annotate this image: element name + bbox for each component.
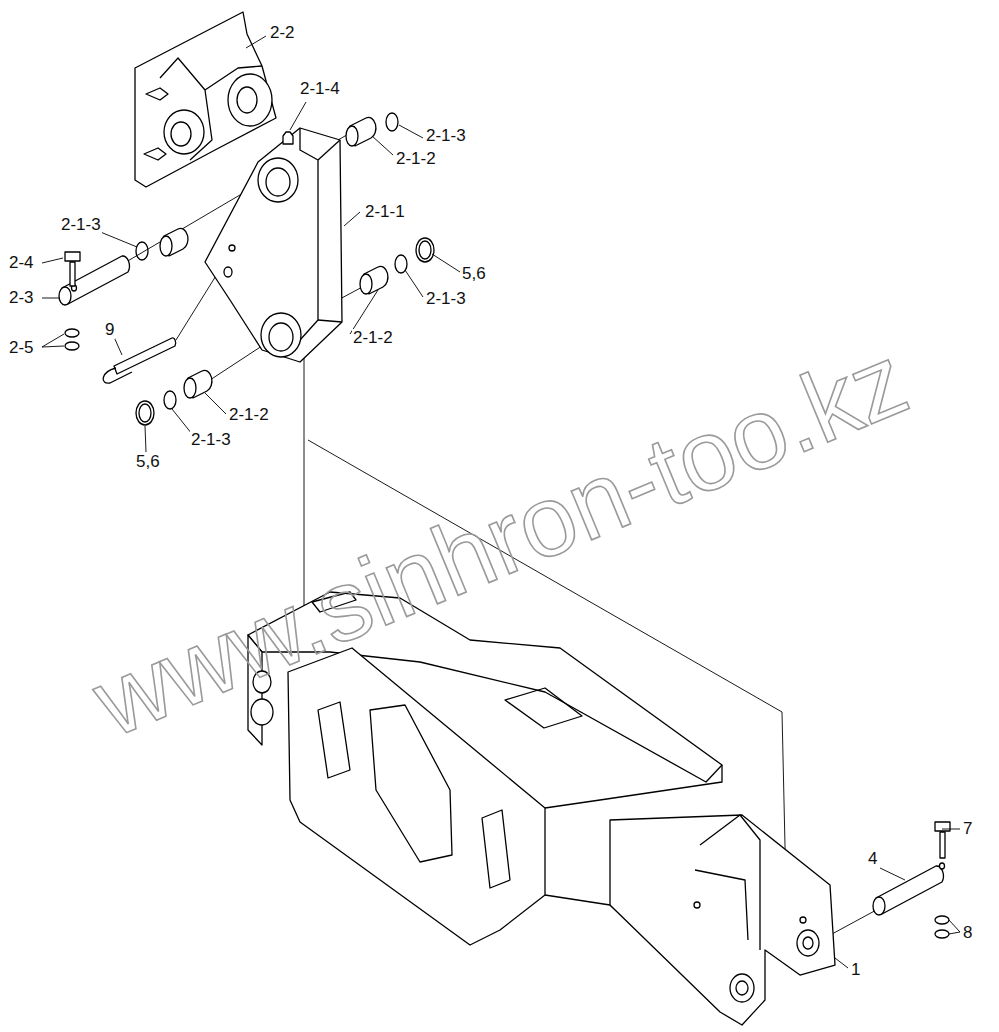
callout-number: 2-1-3	[425, 127, 467, 145]
callout-number: 2-3	[8, 289, 35, 307]
watermark: www.sinhron-too.kz	[78, 323, 921, 756]
callout-number: 9	[104, 321, 115, 339]
callout-number: 1	[850, 961, 861, 979]
callout-number: 2-1-3	[190, 431, 232, 449]
callout-number: 4	[867, 850, 878, 868]
callout-number: 2-1-2	[228, 406, 270, 424]
callout-number: 2-4	[8, 254, 35, 272]
callout-number: 2-5	[8, 339, 35, 357]
callout-number: 2-1-2	[395, 150, 437, 168]
callout-number: 7	[962, 820, 973, 838]
callout-number: 8	[962, 924, 973, 942]
callout-number: 2-1-2	[352, 329, 394, 347]
callout-number: 2-1-3	[425, 290, 467, 308]
callout-number: 2-1-3	[60, 216, 102, 234]
callout-number: 2-1-4	[299, 80, 341, 98]
callout-number: 2-1-1	[364, 203, 406, 221]
callout-number: 5,6	[461, 265, 487, 283]
callout-number: 2-2	[269, 24, 296, 42]
callout-number: 5,6	[135, 453, 161, 471]
